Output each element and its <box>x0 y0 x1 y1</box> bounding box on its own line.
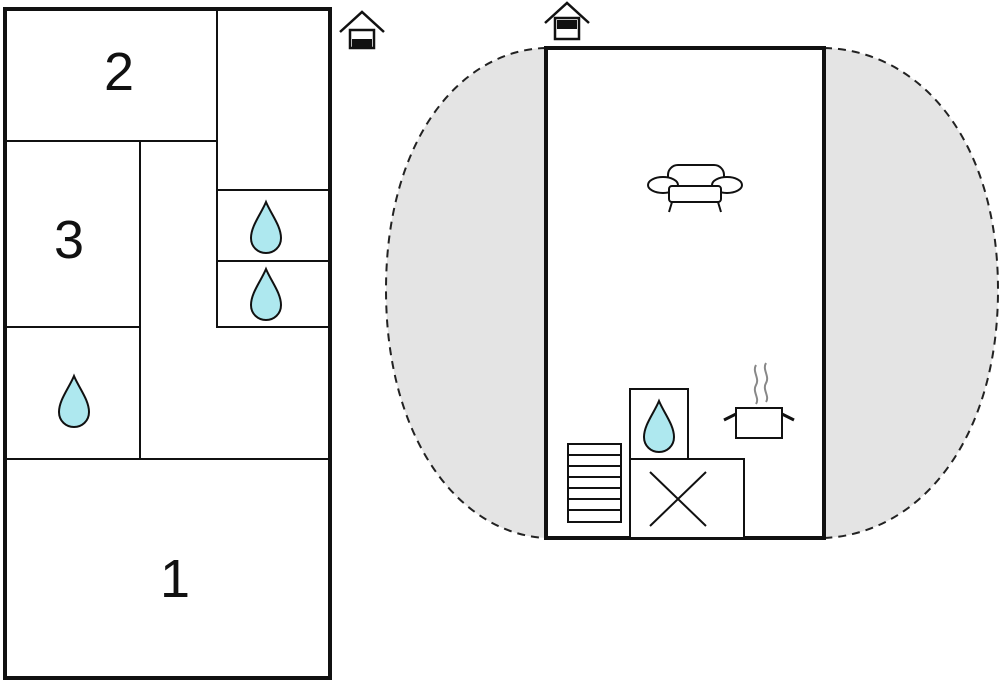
sofa-icon <box>647 164 743 213</box>
room-number-1: 1 <box>160 549 190 609</box>
left-floor-outline <box>3 7 332 680</box>
water-drop-icon <box>250 201 282 254</box>
water-drop-icon <box>250 268 282 321</box>
terrace-area <box>384 46 1000 540</box>
room-number-3: 3 <box>54 210 84 270</box>
entrance-house-icon <box>339 10 385 50</box>
stove-icon <box>629 458 745 539</box>
terrace-left <box>384 46 547 540</box>
left-floor <box>3 7 332 680</box>
terrace-right <box>823 46 1000 540</box>
cooking-pot-icon <box>723 362 795 439</box>
entrance-house-icon <box>544 1 590 41</box>
stairs-icon <box>567 443 622 523</box>
fridge-cabinet <box>629 388 689 460</box>
room-number-2: 2 <box>104 42 134 102</box>
water-drop-icon <box>58 375 90 428</box>
